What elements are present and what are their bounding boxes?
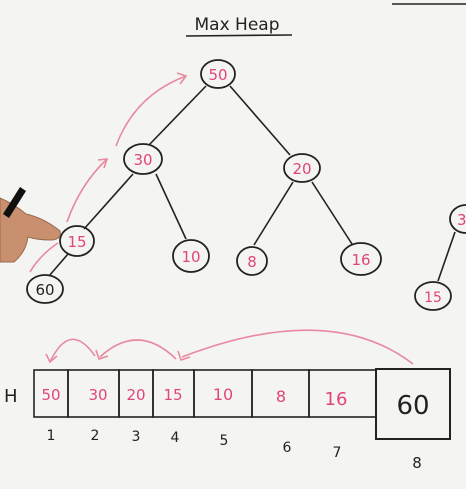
node-value: 30 <box>133 151 152 169</box>
array-cell-index: 3 <box>132 429 141 445</box>
tree-swap-arrows <box>29 72 188 273</box>
diagram-title: Max Heap <box>195 15 280 35</box>
edge <box>437 231 456 282</box>
node-circle <box>283 153 321 183</box>
array-cell-index: 2 <box>91 428 100 444</box>
marker-pen <box>3 187 26 218</box>
tree-node: 8 <box>236 246 268 276</box>
arrowhead <box>45 353 58 364</box>
array-cell-value: 20 <box>126 386 145 404</box>
array-cell-value: 8 <box>276 387 286 406</box>
node-value: 50 <box>208 66 227 84</box>
node-value: 10 <box>181 248 200 266</box>
tree-node: 30 <box>123 143 163 175</box>
array-cell-value: 60 <box>396 391 429 421</box>
node-circle <box>123 143 163 175</box>
edge-30-10 <box>155 173 187 240</box>
array-cell-index: 4 <box>171 430 180 446</box>
node-value: 20 <box>292 160 311 178</box>
arrowhead <box>97 158 109 169</box>
array-cell-index: 5 <box>220 433 229 449</box>
node-value: 3 <box>457 211 466 229</box>
array-cell-index: 1 <box>47 428 56 444</box>
array-cell-value: 16 <box>325 389 348 410</box>
hand-shape <box>0 197 61 263</box>
edge-50-20 <box>229 85 291 156</box>
presenter-hand <box>0 187 61 263</box>
arrow-60-to-15 <box>29 242 59 273</box>
array-label: H <box>4 386 18 407</box>
tree-node: 16 <box>340 242 382 276</box>
array-swap-arrows <box>45 329 414 365</box>
node-value: 15 <box>67 233 86 251</box>
edge-30-15 <box>83 173 134 230</box>
node-circle <box>340 242 382 276</box>
arrow-2-to-1 <box>49 338 96 363</box>
node-value: 16 <box>351 251 370 269</box>
node-circle <box>414 281 452 311</box>
array-cell-value: 50 <box>41 386 60 404</box>
tree-node: 50 <box>200 59 236 89</box>
array-cell-index: 8 <box>412 454 422 472</box>
array-cell-value: 15 <box>163 386 182 404</box>
array-cell-index: 7 <box>333 445 342 461</box>
arrow-30-to-50 <box>115 75 187 147</box>
edge-15-60 <box>48 253 69 277</box>
arrowhead <box>176 72 188 85</box>
node-circle <box>449 204 466 234</box>
tree-node: 20 <box>283 153 321 183</box>
array-cell-value: 10 <box>213 385 233 404</box>
edge-20-16 <box>311 181 353 245</box>
array-values: 50 30 20 15 10 8 16 60 <box>41 385 429 421</box>
arrow-8-to-4 <box>181 329 414 365</box>
node-circle <box>236 246 268 276</box>
node-circle <box>200 59 236 89</box>
edge-20-8 <box>253 181 294 246</box>
arrowhead <box>177 350 191 362</box>
array-cell-index: 6 <box>283 440 292 456</box>
node-circle <box>26 274 64 304</box>
tree-node: 15 <box>59 225 95 257</box>
node-circle <box>172 239 210 273</box>
node-value: 15 <box>424 290 442 306</box>
edge-50-30 <box>148 85 207 146</box>
array-indices: 1 2 3 4 5 6 7 8 <box>47 428 422 472</box>
side-tree-partial: 3 15 <box>414 204 466 311</box>
node-value: 60 <box>35 281 54 299</box>
arrow-4-to-2 <box>99 339 177 360</box>
node-value: 8 <box>247 253 257 271</box>
array-cells <box>33 368 451 440</box>
tree-node: 60 <box>26 274 64 304</box>
title-underline <box>185 34 293 37</box>
arrow-15-to-30 <box>66 159 107 223</box>
array-cell-box <box>375 368 451 440</box>
tree-edges <box>48 85 353 277</box>
arrowhead <box>95 349 109 361</box>
array-cell-value: 30 <box>88 386 107 404</box>
tree-node: 10 <box>172 239 210 273</box>
node-circle <box>59 225 95 257</box>
